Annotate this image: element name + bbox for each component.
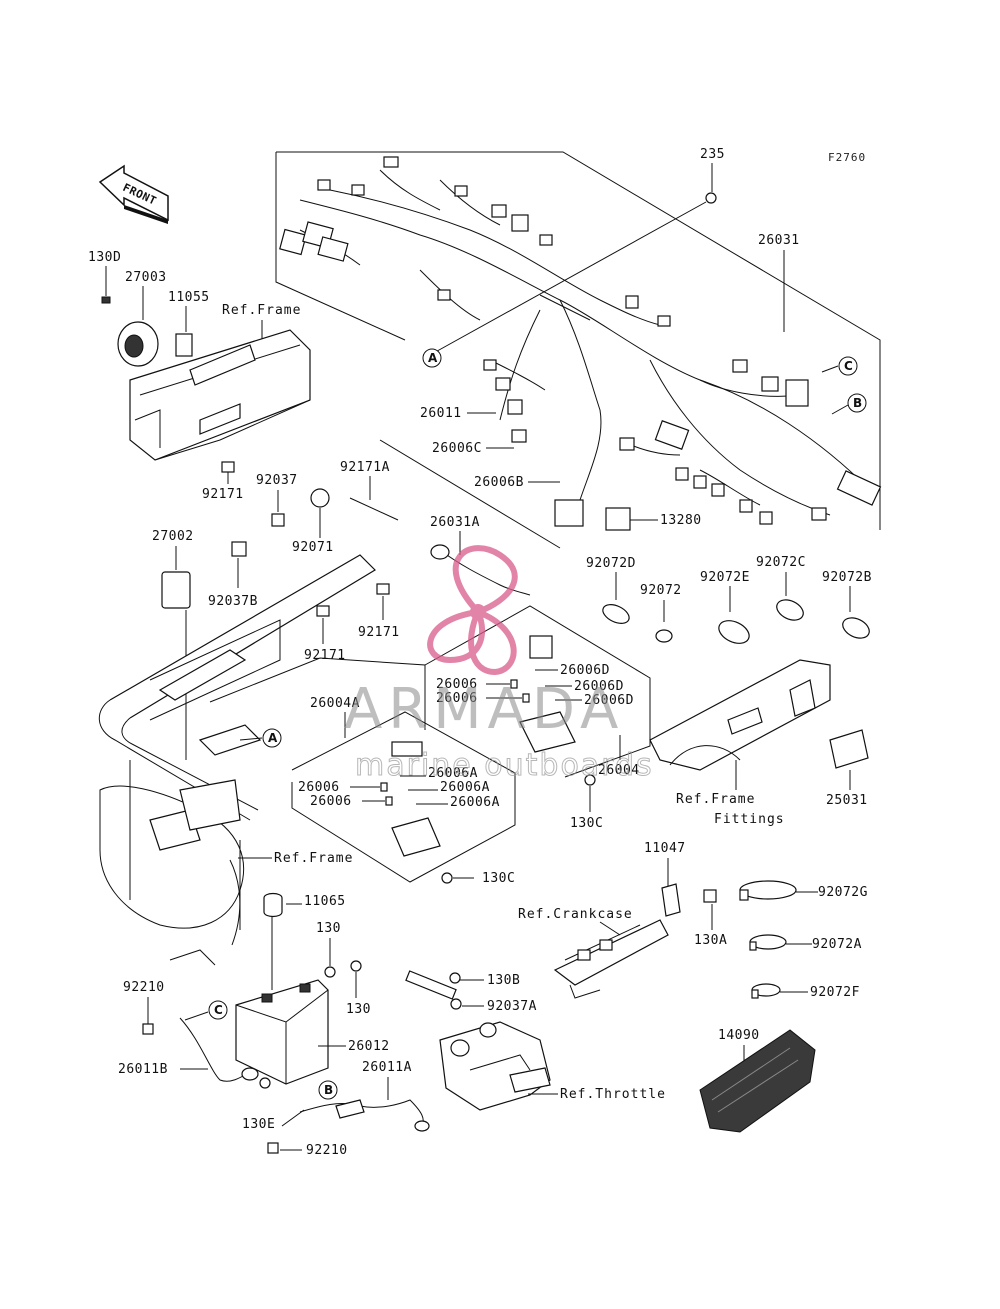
- front-arrow-icon: FRONT: [98, 164, 169, 224]
- part-26006d-b: 26006D: [574, 679, 624, 694]
- part-14090: 14090: [718, 1028, 760, 1043]
- part-130d: 130D: [88, 250, 121, 265]
- part-11047: 11047: [644, 841, 686, 856]
- svg-text:A: A: [428, 351, 438, 365]
- upper-frame: [129, 329, 311, 461]
- part-26006c: 26006C: [432, 441, 482, 456]
- part-92072g: 92072G: [818, 885, 868, 900]
- ref-frame-top: Ref.Frame: [222, 303, 301, 318]
- figure-code: F2760: [828, 151, 866, 164]
- watermark-brand: ARMADA: [344, 677, 624, 742]
- throttle-body: [439, 1021, 551, 1111]
- part-92037b: 92037B: [208, 594, 258, 609]
- frame-fittings: [649, 659, 831, 771]
- part-11055: 11055: [168, 290, 210, 305]
- part-26011a: 26011A: [362, 1060, 412, 1075]
- callout-a-frame: A: [239, 728, 282, 748]
- crankcase: [553, 919, 669, 999]
- part-26011: 26011: [420, 406, 462, 421]
- part-13280: 13280: [660, 513, 702, 528]
- part-92072d: 92072D: [586, 556, 636, 571]
- part-26006a-a: 26006A: [428, 766, 478, 781]
- part-26006a-b: 26006A: [440, 780, 490, 795]
- part-92072: 92072: [640, 583, 682, 598]
- part-26006b: 26006B: [474, 475, 524, 490]
- part-26004: 26004: [598, 763, 640, 778]
- part-26006-c: 26006: [298, 780, 340, 795]
- part-92037: 92037: [256, 473, 298, 488]
- part-130b: 130B: [487, 973, 520, 988]
- part-27003: 27003: [125, 270, 167, 285]
- wiring-harness: [279, 156, 882, 527]
- part-26004a: 26004A: [310, 696, 360, 711]
- fuse-panel-outline: [209, 605, 651, 883]
- part-25031: 25031: [826, 793, 868, 808]
- ref-frame-mid: Ref.Frame: [274, 851, 353, 866]
- ref-throttle: Ref.Throttle: [560, 1087, 666, 1102]
- part-92171a: 92171A: [340, 460, 390, 475]
- callout-b-battery: B: [318, 1080, 338, 1100]
- part-92171-c: 92171: [304, 648, 346, 663]
- cover-14090: [699, 1029, 816, 1133]
- part-26031a: 26031A: [430, 515, 480, 530]
- watermark-tagline: marine outboards: [355, 748, 654, 783]
- part-130c-a: 130C: [570, 816, 603, 831]
- part-26006-a: 26006: [436, 677, 478, 692]
- ref-crankcase: Ref.Crankcase: [518, 907, 633, 922]
- part-130c-b: 130C: [482, 871, 515, 886]
- watermark: ARMADA marine outboards: [344, 545, 654, 784]
- part-92072a: 92072A: [812, 937, 862, 952]
- svg-text:B: B: [324, 1083, 333, 1097]
- part-26006d-c: 26006D: [584, 693, 634, 708]
- svg-text:B: B: [853, 396, 862, 410]
- part-26012: 26012: [348, 1039, 390, 1054]
- part-92072c: 92072C: [756, 555, 806, 570]
- part-92037a: 92037A: [487, 999, 537, 1014]
- part-92072e: 92072E: [700, 570, 750, 585]
- callout-c-top: C: [821, 356, 858, 376]
- callout-b-top: B: [831, 393, 867, 415]
- svg-text:C: C: [844, 359, 853, 373]
- part-26011b: 26011B: [118, 1062, 168, 1077]
- part-92171-a: 92171: [202, 487, 244, 502]
- part-26006a-c: 26006A: [450, 795, 500, 810]
- callout-a-top: A: [422, 348, 442, 368]
- main-frame: [98, 554, 376, 966]
- part-92071: 92071: [292, 540, 334, 555]
- part-235: 235: [700, 147, 725, 162]
- part-92210-a: 92210: [123, 980, 165, 995]
- part-92171-b: 92171: [358, 625, 400, 640]
- ref-frame-fittings: Ref.Frame: [676, 792, 755, 807]
- part-130-a: 130: [316, 921, 341, 936]
- battery: [235, 979, 329, 1085]
- part-26031: 26031: [758, 233, 800, 248]
- ref-fittings: Fittings: [714, 812, 785, 827]
- part-92072b: 92072B: [822, 570, 872, 585]
- part-130-b: 130: [346, 1002, 371, 1017]
- part-130e: 130E: [242, 1117, 275, 1132]
- part-26006-d: 26006: [310, 794, 352, 809]
- callout-c-battery: C: [184, 1000, 228, 1021]
- part-11065: 11065: [304, 894, 346, 909]
- svg-text:C: C: [214, 1003, 223, 1017]
- part-27002: 27002: [152, 529, 194, 544]
- part-130a: 130A: [694, 933, 727, 948]
- part-26006-b: 26006: [436, 691, 478, 706]
- part-26006d-a: 26006D: [560, 663, 610, 678]
- svg-text:A: A: [268, 731, 278, 745]
- harness-panel: [275, 151, 881, 549]
- propeller-logo-icon: [427, 545, 518, 676]
- part-92210-b: 92210: [306, 1143, 348, 1158]
- part-92072f: 92072F: [810, 985, 860, 1000]
